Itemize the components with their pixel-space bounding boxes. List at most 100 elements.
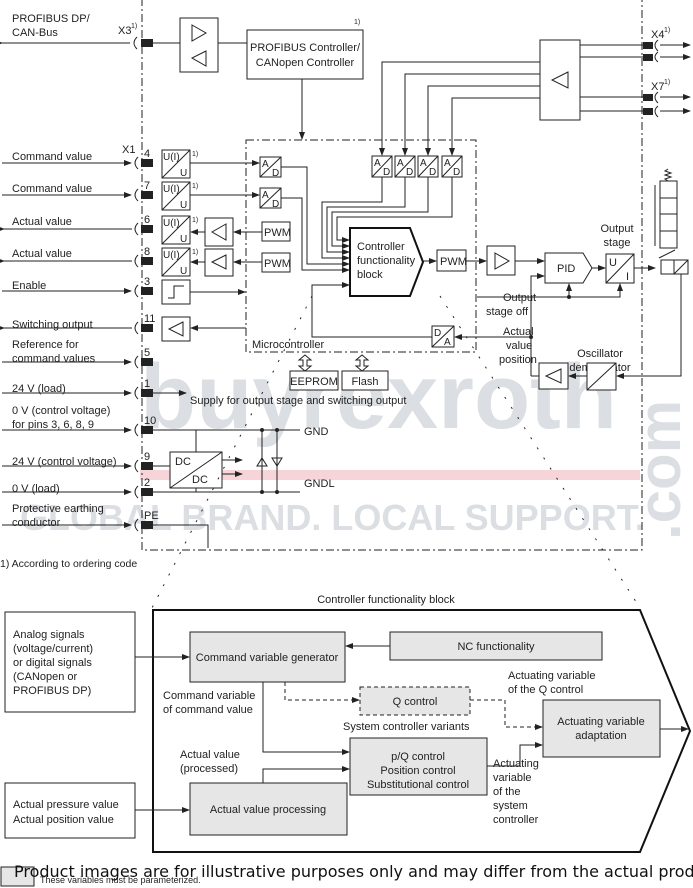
svg-text:D: D [429, 167, 436, 178]
pin-number: PE [144, 510, 159, 522]
svg-text:A: A [444, 337, 451, 348]
svg-text:PROFIBUS DP/: PROFIBUS DP/ [12, 13, 91, 25]
svg-text:A: A [262, 190, 269, 201]
svg-text:1): 1) [664, 27, 670, 34]
svg-text:D: D [453, 167, 460, 178]
actuating-variable-adaptation [542, 699, 661, 758]
svg-text:X7: X7 [651, 81, 664, 93]
pin-label: Command value [12, 151, 92, 163]
svg-text:System controller variants: System controller variants [343, 721, 470, 733]
controller-functionality-block [349, 227, 425, 297]
ui-converter: U(I)U1) [161, 181, 198, 211]
svg-text:U: U [180, 200, 187, 211]
pin-number: 10 [144, 415, 156, 427]
svg-text:A: A [444, 158, 451, 169]
svg-text:variable: variable [493, 772, 532, 784]
svg-text:U(I): U(I) [163, 218, 180, 229]
svg-text:1): 1) [131, 23, 137, 30]
svg-text:D: D [383, 167, 390, 178]
pin-number: 11 [144, 313, 155, 325]
pin-row: 0 V (control voltage)for pins 3, 6, 8, 9… [2, 405, 156, 437]
svg-text:(processed): (processed) [180, 763, 238, 775]
pin-label: Reference for [12, 339, 79, 351]
svg-text:Output: Output [600, 223, 633, 235]
svg-text:D: D [272, 199, 279, 210]
ui-converter: U(I)U1) [161, 149, 198, 179]
svg-text:U: U [180, 234, 187, 245]
q-control [359, 686, 471, 716]
input-converters: U(I)U1)U(I)U1)U(I)U1)U(I)U1) [161, 149, 198, 277]
eeprom-block [289, 370, 339, 391]
pin-label: 24 V (control voltage) [12, 456, 117, 468]
pin-number: 5 [144, 347, 150, 359]
svg-text:U: U [180, 168, 187, 179]
connector-icon [134, 518, 139, 532]
svg-text:Actuating variable: Actuating variable [557, 716, 644, 728]
pin-label: command values [12, 353, 96, 365]
pin-label: 24 V (load) [12, 383, 66, 395]
svg-text:PWM: PWM [264, 227, 291, 239]
bus-transceiver [179, 17, 219, 73]
svg-text:or digital signals: or digital signals [13, 657, 92, 669]
svg-text:Command variable: Command variable [163, 690, 255, 702]
pin-number: 7 [144, 180, 150, 192]
svg-text:GNDL: GNDL [304, 478, 335, 490]
connector-icon [134, 423, 139, 437]
svg-text:Actuating variable: Actuating variable [508, 670, 595, 682]
connector-icon [134, 355, 139, 369]
svg-text:Microcontroller: Microcontroller [252, 339, 324, 351]
svg-text:p/Q control: p/Q control [391, 751, 445, 763]
svg-text:DC: DC [192, 474, 208, 486]
svg-text:A: A [420, 158, 427, 169]
sensor-transceiver [539, 39, 581, 121]
pin-label: Enable [12, 280, 46, 292]
svg-text:A: A [374, 158, 381, 169]
connector-icon [134, 321, 139, 335]
svg-text:stage off: stage off [486, 306, 529, 318]
pin-number: 6 [144, 214, 150, 226]
svg-text:Controller: Controller [357, 241, 405, 253]
svg-text:Supply for output stage and sw: Supply for output stage and switching ou… [190, 395, 406, 407]
svg-text:(CANopen or: (CANopen or [13, 671, 78, 683]
actual-value-processing [189, 782, 348, 836]
svg-text:(voltage/current): (voltage/current) [13, 643, 93, 655]
profibus-controller [246, 29, 364, 80]
pin-number: 3 [144, 276, 150, 288]
pin-row: 24 V (control voltage)9 [2, 451, 153, 473]
svg-text:stage: stage [604, 237, 631, 249]
svg-text:CAN-Bus: CAN-Bus [12, 27, 58, 39]
device-boundary [141, 0, 643, 551]
connector-icon [134, 254, 139, 268]
svg-text:of the Q control: of the Q control [508, 684, 583, 696]
pin-label: Actual value [12, 216, 72, 228]
svg-text:1): 1) [664, 79, 670, 86]
ui-converter: U(I)U 1) [161, 215, 198, 245]
svg-text:functionality: functionality [357, 255, 416, 267]
amplifier [486, 245, 516, 276]
svg-text:1) According to ordering code: 1) According to ordering code [0, 558, 137, 570]
svg-text:Actual value processing: Actual value processing [210, 804, 326, 816]
svg-text:PWM: PWM [264, 258, 291, 270]
valve-icon [654, 168, 689, 275]
command-variable-generator [189, 631, 346, 683]
pin-label: Protective earthing [12, 503, 104, 515]
svg-text:GLOBAL BRAND. LOCAL SUPPORT.: GLOBAL BRAND. LOCAL SUPPORT. [20, 497, 645, 538]
svg-text:of the: of the [493, 786, 521, 798]
connector-icon [134, 386, 139, 400]
svg-text:U(I): U(I) [163, 184, 180, 195]
svg-text:1): 1) [192, 217, 198, 224]
switching-output-driver [161, 316, 191, 342]
svg-text:Substitutional control: Substitutional control [367, 779, 469, 791]
svg-text:Actual position value: Actual position value [13, 814, 114, 826]
svg-text:Output: Output [503, 292, 536, 304]
pin-label: Switching output [12, 319, 93, 331]
pin-label: 0 V (load) [12, 483, 60, 495]
pin-row: Actual value 6 [0, 214, 153, 236]
svg-text:system: system [493, 800, 528, 812]
enable-trigger [161, 279, 191, 305]
feedback-amplifier [538, 362, 569, 390]
controller-functionality-detail: Controller functionality block Analog si… [4, 594, 692, 853]
